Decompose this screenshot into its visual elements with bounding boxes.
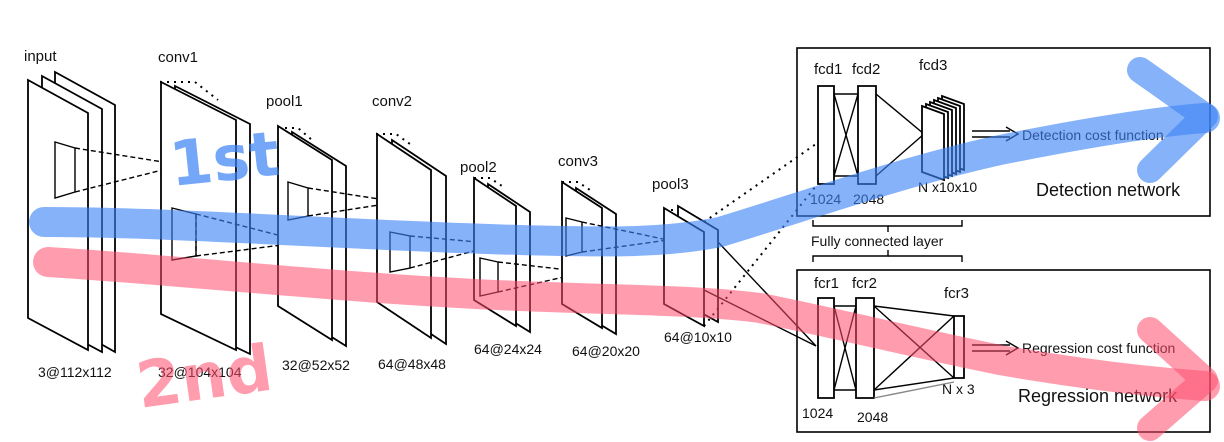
fcd1-label: fcd1 [814,61,842,78]
first-path-highlight [29,57,1220,257]
fcr3-label: fcr3 [944,285,969,302]
pool1-label: pool1 [266,93,303,110]
conv1-dims: 32@104x104 [158,364,242,380]
fcd2-label: fcd2 [852,61,880,78]
conv3-dims: 64@20x20 [572,343,640,359]
pool3-label: pool3 [652,176,689,193]
fcr3-size: N x 3 [942,381,975,397]
pool2-label: pool2 [460,159,497,176]
pool3-dims: 64@10x10 [664,329,732,345]
first-annotation: 1st [166,117,283,201]
conv1-label: conv1 [158,49,198,66]
fcr2-label: fcr2 [852,275,877,292]
pool2-dims: 64@24x24 [474,341,542,357]
input-dims: 3@112x112 [38,364,112,380]
conv2-label: conv2 [372,93,412,110]
conv3-label: conv3 [558,153,598,170]
detection-network-title: Detection network [1036,180,1181,200]
fully-connected-brace [812,220,963,262]
input-label: input [24,48,57,65]
regression-cost-label: Regression cost function [1022,340,1175,356]
fcd3-size: N x10x10 [918,179,977,195]
second-path-highlight [33,247,1220,441]
fcr1-label: fcr1 [814,275,839,292]
fcr1-size: 1024 [802,405,833,421]
fully-connected-label: Fully connected layer [811,233,944,249]
fcr2-size: 2048 [857,409,888,425]
conv2-dims: 64@48x48 [378,356,446,372]
fcd3-label: fcd3 [919,57,947,74]
pool1-dims: 32@52x52 [282,357,350,373]
second-annotation: 2nd [132,332,277,424]
